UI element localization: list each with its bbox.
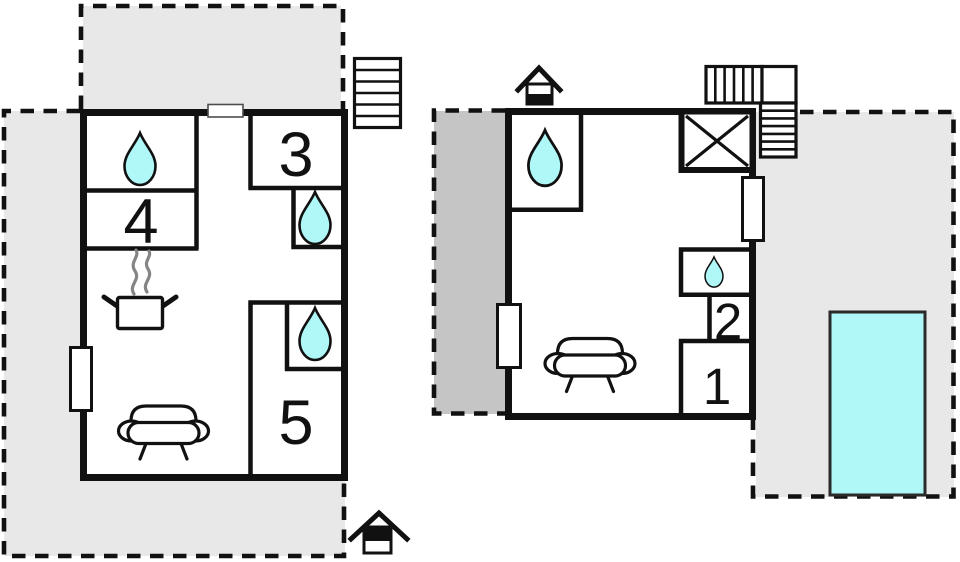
chimney-icon bbox=[347, 509, 411, 555]
sofa-icon bbox=[116, 404, 211, 461]
window-marker bbox=[69, 346, 93, 412]
window-marker bbox=[496, 303, 522, 369]
room-label: 2 bbox=[714, 293, 742, 350]
chimney-band bbox=[527, 94, 552, 104]
pot-handles bbox=[101, 294, 179, 309]
stairs-landing bbox=[760, 64, 798, 105]
steam bbox=[130, 248, 139, 296]
water-drop-icon bbox=[527, 126, 563, 188]
chimney-band bbox=[362, 526, 393, 541]
interior-walls bbox=[83, 113, 345, 477]
sofa-legs bbox=[564, 374, 616, 394]
sofa-legs bbox=[138, 441, 189, 461]
steam bbox=[143, 249, 152, 294]
sofa-seat bbox=[552, 353, 628, 378]
storage-x-lines bbox=[684, 114, 750, 168]
water-drop-icon bbox=[123, 129, 157, 187]
terrace-top bbox=[83, 6, 341, 109]
room-label: 3 bbox=[278, 120, 313, 190]
water-drop-icon bbox=[298, 188, 332, 246]
upper-floor-plan: 2 1 bbox=[431, 64, 956, 499]
stove-icon bbox=[101, 248, 179, 331]
interior-walls bbox=[509, 112, 753, 417]
water-drop-icon bbox=[704, 254, 724, 288]
chimney-roof bbox=[514, 64, 564, 94]
stairs-treads bbox=[714, 66, 754, 103]
water-drop-icon bbox=[298, 304, 332, 362]
terrace-side-dashed-border bbox=[1, 108, 347, 559]
stairs-l-icon bbox=[704, 64, 798, 159]
room-label: 4 bbox=[123, 187, 158, 257]
pot-body bbox=[115, 295, 165, 331]
chimney-roof bbox=[347, 509, 411, 543]
sofa-icon bbox=[543, 336, 637, 394]
terrace-pool-dashed-border bbox=[750, 109, 956, 499]
terrace-side bbox=[4, 111, 345, 556]
ground-floor-plan: 3 4 5 bbox=[1, 3, 411, 559]
room-label: 5 bbox=[278, 388, 313, 458]
window-marker bbox=[741, 176, 765, 242]
terrace-top-dashed-border bbox=[78, 3, 346, 109]
chimney-icon bbox=[514, 64, 564, 106]
room-label: 1 bbox=[703, 358, 731, 415]
pool bbox=[828, 310, 927, 497]
stairs-icon bbox=[352, 56, 403, 130]
stairs-treads bbox=[354, 68, 401, 118]
terrace-dark-dashed-border bbox=[431, 108, 505, 416]
terrace-dark bbox=[434, 111, 505, 414]
sofa-seat bbox=[126, 420, 201, 446]
stairs-treads bbox=[760, 109, 796, 151]
storage-x-box bbox=[678, 108, 756, 173]
door-opening bbox=[207, 103, 244, 118]
